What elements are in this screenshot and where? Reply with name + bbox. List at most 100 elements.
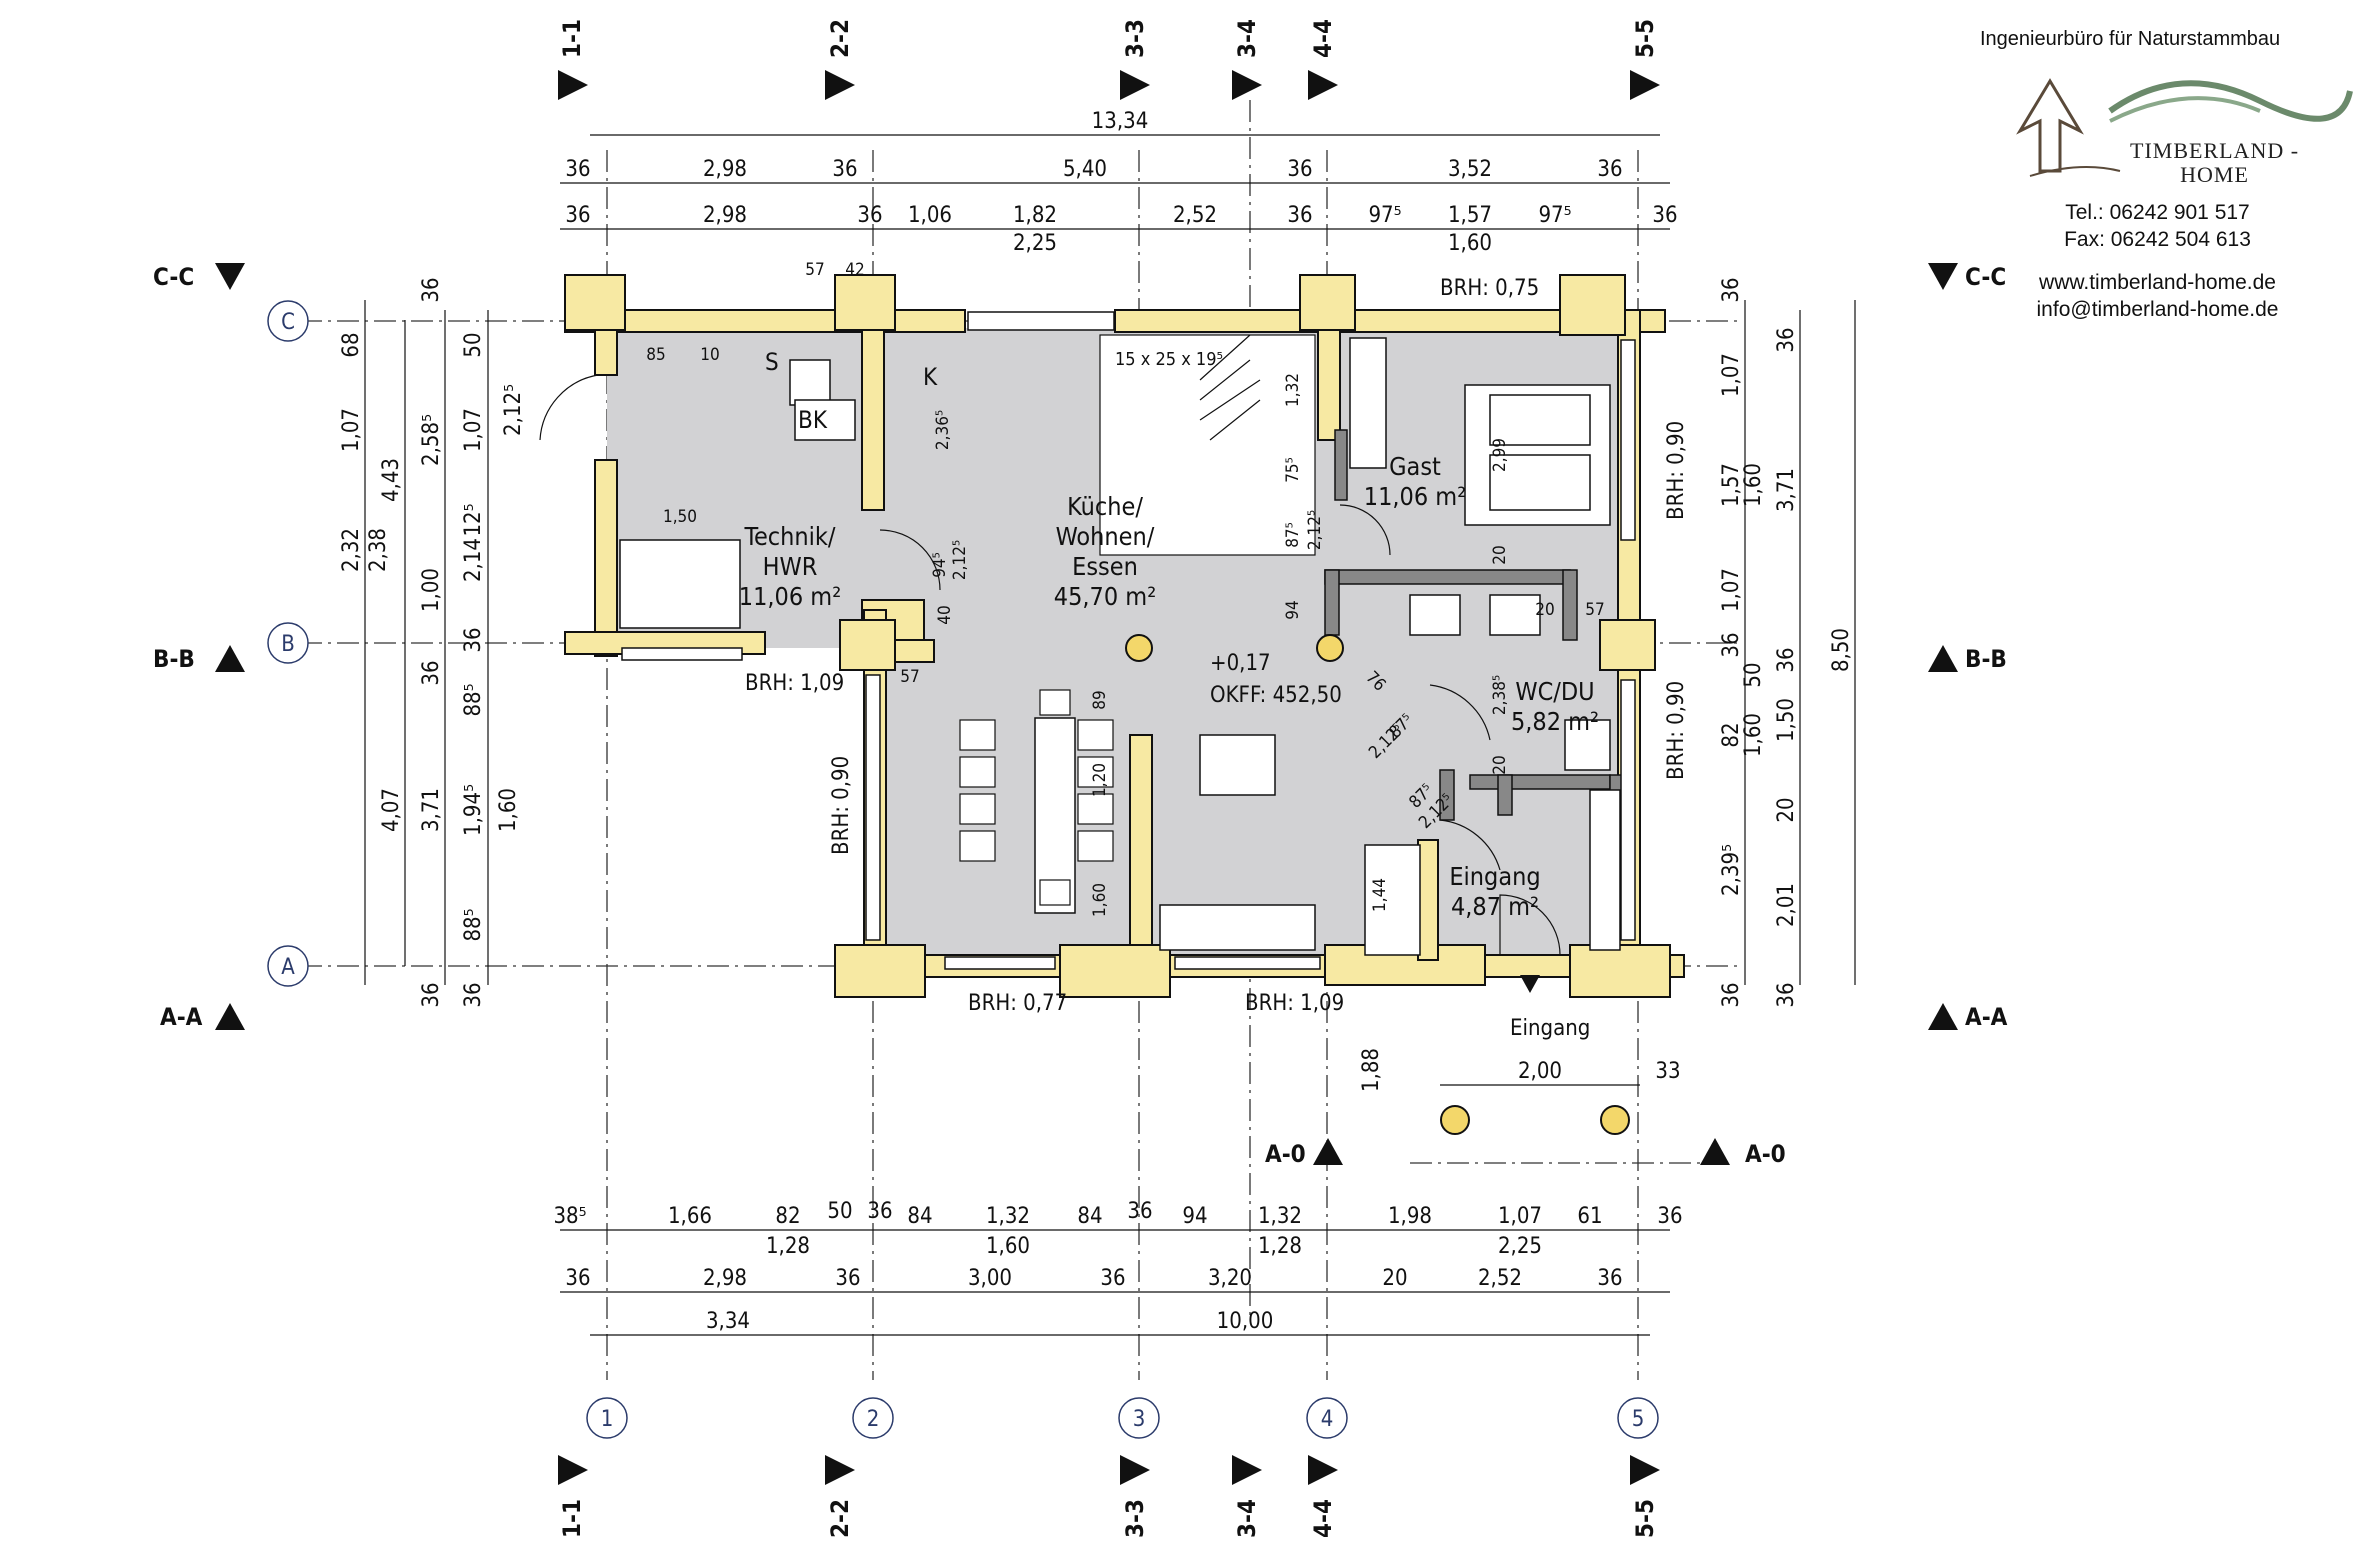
dim-left: 1,07 [339, 408, 364, 452]
section-3-4-top: 3-4 [1233, 19, 1261, 58]
dim-interior: 94 [1283, 600, 1303, 619]
dim-top-r2: 36 [1652, 203, 1677, 228]
section-5-5-top: 5-5 [1631, 19, 1659, 58]
dim-bottom-sub: 2,25 [1498, 1234, 1542, 1259]
dim-top-sub: 1,60 [1448, 231, 1492, 256]
dim-bottom-r1: 94 [1182, 1204, 1207, 1229]
dim-bottom-sub: 1,28 [1258, 1234, 1302, 1259]
room-name-technik-2: HWR [763, 552, 818, 581]
dim-top-r1: 36 [1287, 157, 1312, 182]
dim-interior: 89 [1090, 690, 1110, 709]
room-name-wc: WC/DU [1515, 677, 1594, 706]
dim-top-r2: 2,52 [1173, 203, 1217, 228]
dim-bottom-r1: 1,32 [986, 1204, 1030, 1229]
brh-label: BRH: 0,77 [968, 991, 1067, 1016]
dim-top-r1: 36 [832, 157, 857, 182]
dim-right: 3,71 [1774, 468, 1799, 512]
dim-left: 36 [419, 982, 444, 1007]
dim-left: 36 [461, 982, 486, 1007]
dim-top-overall: 13,34 [1092, 109, 1149, 134]
room-area-kueche: 45,70 m² [1054, 582, 1156, 611]
room-area-wc: 5,82 m² [1511, 707, 1599, 736]
dim-right: 36 [1719, 277, 1744, 302]
dim-left: 1,00 [419, 568, 444, 612]
section-2-2-bottom: 2-2 [826, 1499, 854, 1538]
toilet [1564, 719, 1611, 771]
dim-bottom-r3: 3,34 [706, 1309, 750, 1334]
dim-top-r1: 36 [565, 157, 590, 182]
axis-label-A: A [281, 955, 295, 980]
company-logo: TIMBERLAND - HOME [1960, 51, 2355, 187]
wc-sink [1409, 594, 1461, 636]
section-labels-top: 1-1 2-2 3-3 3-4 4-4 5-5 [558, 19, 1659, 58]
axis-label-4: 4 [1321, 1407, 1334, 1432]
dim-left: 2,38 [366, 528, 391, 572]
room-labels: Technik/ HWR 11,06 m² Küche/ Wohnen/ Ess… [739, 452, 1599, 921]
partition-walls [1324, 429, 1625, 821]
dim-left: 2,12⁵ [501, 384, 526, 436]
dim-bottom-r2: 36 [1597, 1266, 1622, 1291]
section-triangles [215, 70, 1958, 1485]
room-area-technik: 11,06 m² [739, 582, 841, 611]
section-B-B-left: B-B [153, 645, 195, 673]
dim-interior: 87⁵ [1283, 522, 1303, 548]
dim-bottom-r2: 36 [565, 1266, 590, 1291]
dim-left: 4,07 [379, 788, 404, 832]
dims-left: 4,43 4,07 68 1,07 2,32 2,38 36 2,58⁵ 36 … [339, 277, 526, 1007]
dim-top-r2: 1,82 [1013, 203, 1057, 228]
dim-bottom-sub: 1,60 [986, 1234, 1030, 1259]
dim-interior: 2,38⁵ [1490, 675, 1510, 715]
section-B-B-right: B-B [1965, 645, 2007, 673]
dim-interior: 75⁵ [1283, 457, 1303, 483]
okff-label: OKFF: 452,50 [1210, 683, 1342, 708]
dim-top-r2: 2,98 [703, 203, 747, 228]
brh-label: BRH: 1,09 [745, 671, 844, 696]
dim-right: 20 [1774, 797, 1799, 822]
dim-bottom-r2: 2,52 [1478, 1266, 1522, 1291]
symbol-S: S [765, 348, 779, 376]
counter [1159, 904, 1316, 951]
section-4-4-bottom: 4-4 [1309, 1499, 1337, 1538]
dims-bottom: 38⁵ 1,66 82 50 36 84 1,32 84 36 94 1,32 … [553, 1048, 1682, 1334]
dim-interior: 2,12⁵ [1305, 510, 1325, 550]
dim-bottom-r1: 38⁵ [553, 1204, 586, 1229]
dim-right: 82 [1719, 722, 1744, 747]
website-link[interactable]: www.timberland-home.de [2039, 271, 2276, 294]
dim-left: 4,43 [379, 458, 404, 502]
dim-right: 36 [1719, 982, 1744, 1007]
dim-top-r1: 5,40 [1063, 157, 1107, 182]
brh-label: BRH: 0,75 [1440, 276, 1539, 301]
axis-bubbles [267, 300, 1659, 1439]
bathtub [619, 539, 741, 629]
dim-top-r2: 36 [565, 203, 590, 228]
dim-interior: 2,99 [1490, 438, 1510, 472]
dim-left: 3,71 [419, 788, 444, 832]
room-name-kueche: Küche/ [1067, 492, 1143, 521]
dim-left: 2,58⁵ [419, 414, 444, 466]
dim-interior: 1,32 [1283, 373, 1303, 407]
dim-interior: 1,60 [1090, 883, 1110, 917]
axis-label-3: 3 [1133, 1407, 1146, 1432]
dim-bottom-r1: 1,07 [1498, 1204, 1542, 1229]
axis-label-1: 1 [601, 1407, 614, 1432]
dim-bottom-sub: 1,28 [766, 1234, 810, 1259]
dim-interior: 1,44 [1370, 878, 1390, 912]
dim-right: 36 [1774, 647, 1799, 672]
section-3-3-top: 3-3 [1121, 19, 1149, 58]
section-labels-side: C-C C-C B-B B-B A-A A-A A-0 A-0 [153, 263, 2008, 1168]
dims-right: 36 1,07 1,57 1,07 36 82 2,39⁵ 36 1,60 50… [1719, 277, 1854, 1007]
dim-right: 1,07 [1719, 568, 1744, 612]
brand-line-1: TIMBERLAND - [2130, 138, 2300, 163]
dim-interior: 94⁵ [930, 552, 950, 578]
brand-text: TIMBERLAND - HOME [2130, 139, 2299, 187]
dim-interior: 20 [1535, 600, 1554, 620]
dim-top-r2: 97⁵ [1368, 203, 1401, 228]
dim-right: 2,01 [1774, 883, 1799, 927]
section-A-A-right: A-A [1965, 1003, 2008, 1031]
email-link[interactable]: info@timberland-home.de [2036, 298, 2279, 321]
dims-top: 13,34 36 2,98 36 5,40 36 3,52 36 36 2,98… [565, 109, 1677, 280]
section-5-5-bottom: 5-5 [1631, 1499, 1659, 1538]
room-area-gast: 11,06 m² [1364, 482, 1466, 511]
brh-label: BRH: 0,90 [1664, 681, 1689, 780]
